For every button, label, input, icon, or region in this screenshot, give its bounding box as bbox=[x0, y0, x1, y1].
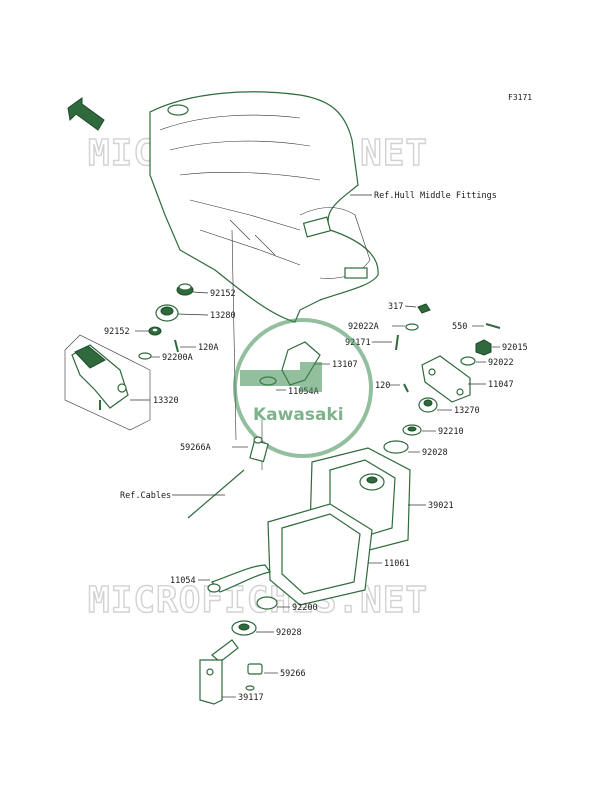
label-92152-upper: 92152 bbox=[210, 289, 236, 299]
label-13107: 13107 bbox=[332, 360, 358, 370]
label-hull-middle: Ref.Hull Middle Fittings bbox=[374, 191, 497, 201]
label-11061: 11061 bbox=[384, 559, 410, 569]
part-92152-upper bbox=[176, 283, 194, 296]
label-120a: 120A bbox=[198, 343, 218, 353]
part-92171 bbox=[395, 334, 399, 351]
label-13280: 13280 bbox=[210, 311, 236, 321]
part-13320 bbox=[71, 344, 129, 410]
part-92028-lower bbox=[231, 620, 257, 636]
label-59266a: 59266A bbox=[180, 443, 211, 453]
label-92028-upper: 92028 bbox=[422, 448, 448, 458]
label-11054: 11054 bbox=[170, 576, 196, 586]
part-11061 bbox=[267, 503, 373, 606]
hull-middle-body bbox=[149, 91, 379, 323]
label-13270: 13270 bbox=[454, 406, 480, 416]
label-550: 550 bbox=[452, 322, 467, 332]
label-39021: 39021 bbox=[428, 501, 454, 511]
kawasaki-logo: Kawasaki bbox=[233, 318, 373, 458]
label-92171: 92171 bbox=[345, 338, 371, 348]
label-92022a: 92022A bbox=[348, 322, 379, 332]
part-550 bbox=[485, 323, 501, 329]
part-92200 bbox=[256, 596, 278, 610]
part-13280 bbox=[155, 304, 179, 322]
part-39117 bbox=[199, 639, 239, 705]
label-317: 317 bbox=[388, 302, 403, 312]
part-59266a bbox=[249, 436, 269, 463]
part-92152-lower bbox=[148, 326, 162, 336]
label-39117: 39117 bbox=[238, 693, 264, 703]
part-13270 bbox=[418, 397, 438, 413]
label-ref-cables: Ref.Cables bbox=[120, 491, 171, 501]
label-59266: 59266 bbox=[280, 669, 306, 679]
part-11047 bbox=[421, 355, 471, 403]
label-92022: 92022 bbox=[488, 358, 514, 368]
label-92200: 92200 bbox=[292, 603, 318, 613]
part-92015 bbox=[475, 339, 492, 356]
part-92028-upper bbox=[383, 440, 409, 454]
part-120 bbox=[403, 383, 409, 393]
label-13320: 13320 bbox=[153, 396, 179, 406]
label-92152-lower: 92152 bbox=[104, 327, 130, 337]
part-92022 bbox=[460, 356, 476, 366]
part-92210 bbox=[402, 424, 422, 436]
label-92210: 92210 bbox=[438, 427, 464, 437]
part-11054 bbox=[207, 564, 272, 593]
label-92200a: 92200A bbox=[162, 353, 193, 363]
label-92015: 92015 bbox=[502, 343, 528, 353]
figure-id: F3171 bbox=[508, 93, 532, 102]
part-59266 bbox=[245, 663, 263, 691]
logo-text: Kawasaki bbox=[253, 405, 344, 425]
part-317 bbox=[417, 303, 431, 314]
part-92022a bbox=[405, 323, 419, 331]
label-11047: 11047 bbox=[488, 380, 514, 390]
label-92028-lower: 92028 bbox=[276, 628, 302, 638]
label-120: 120 bbox=[375, 381, 390, 391]
